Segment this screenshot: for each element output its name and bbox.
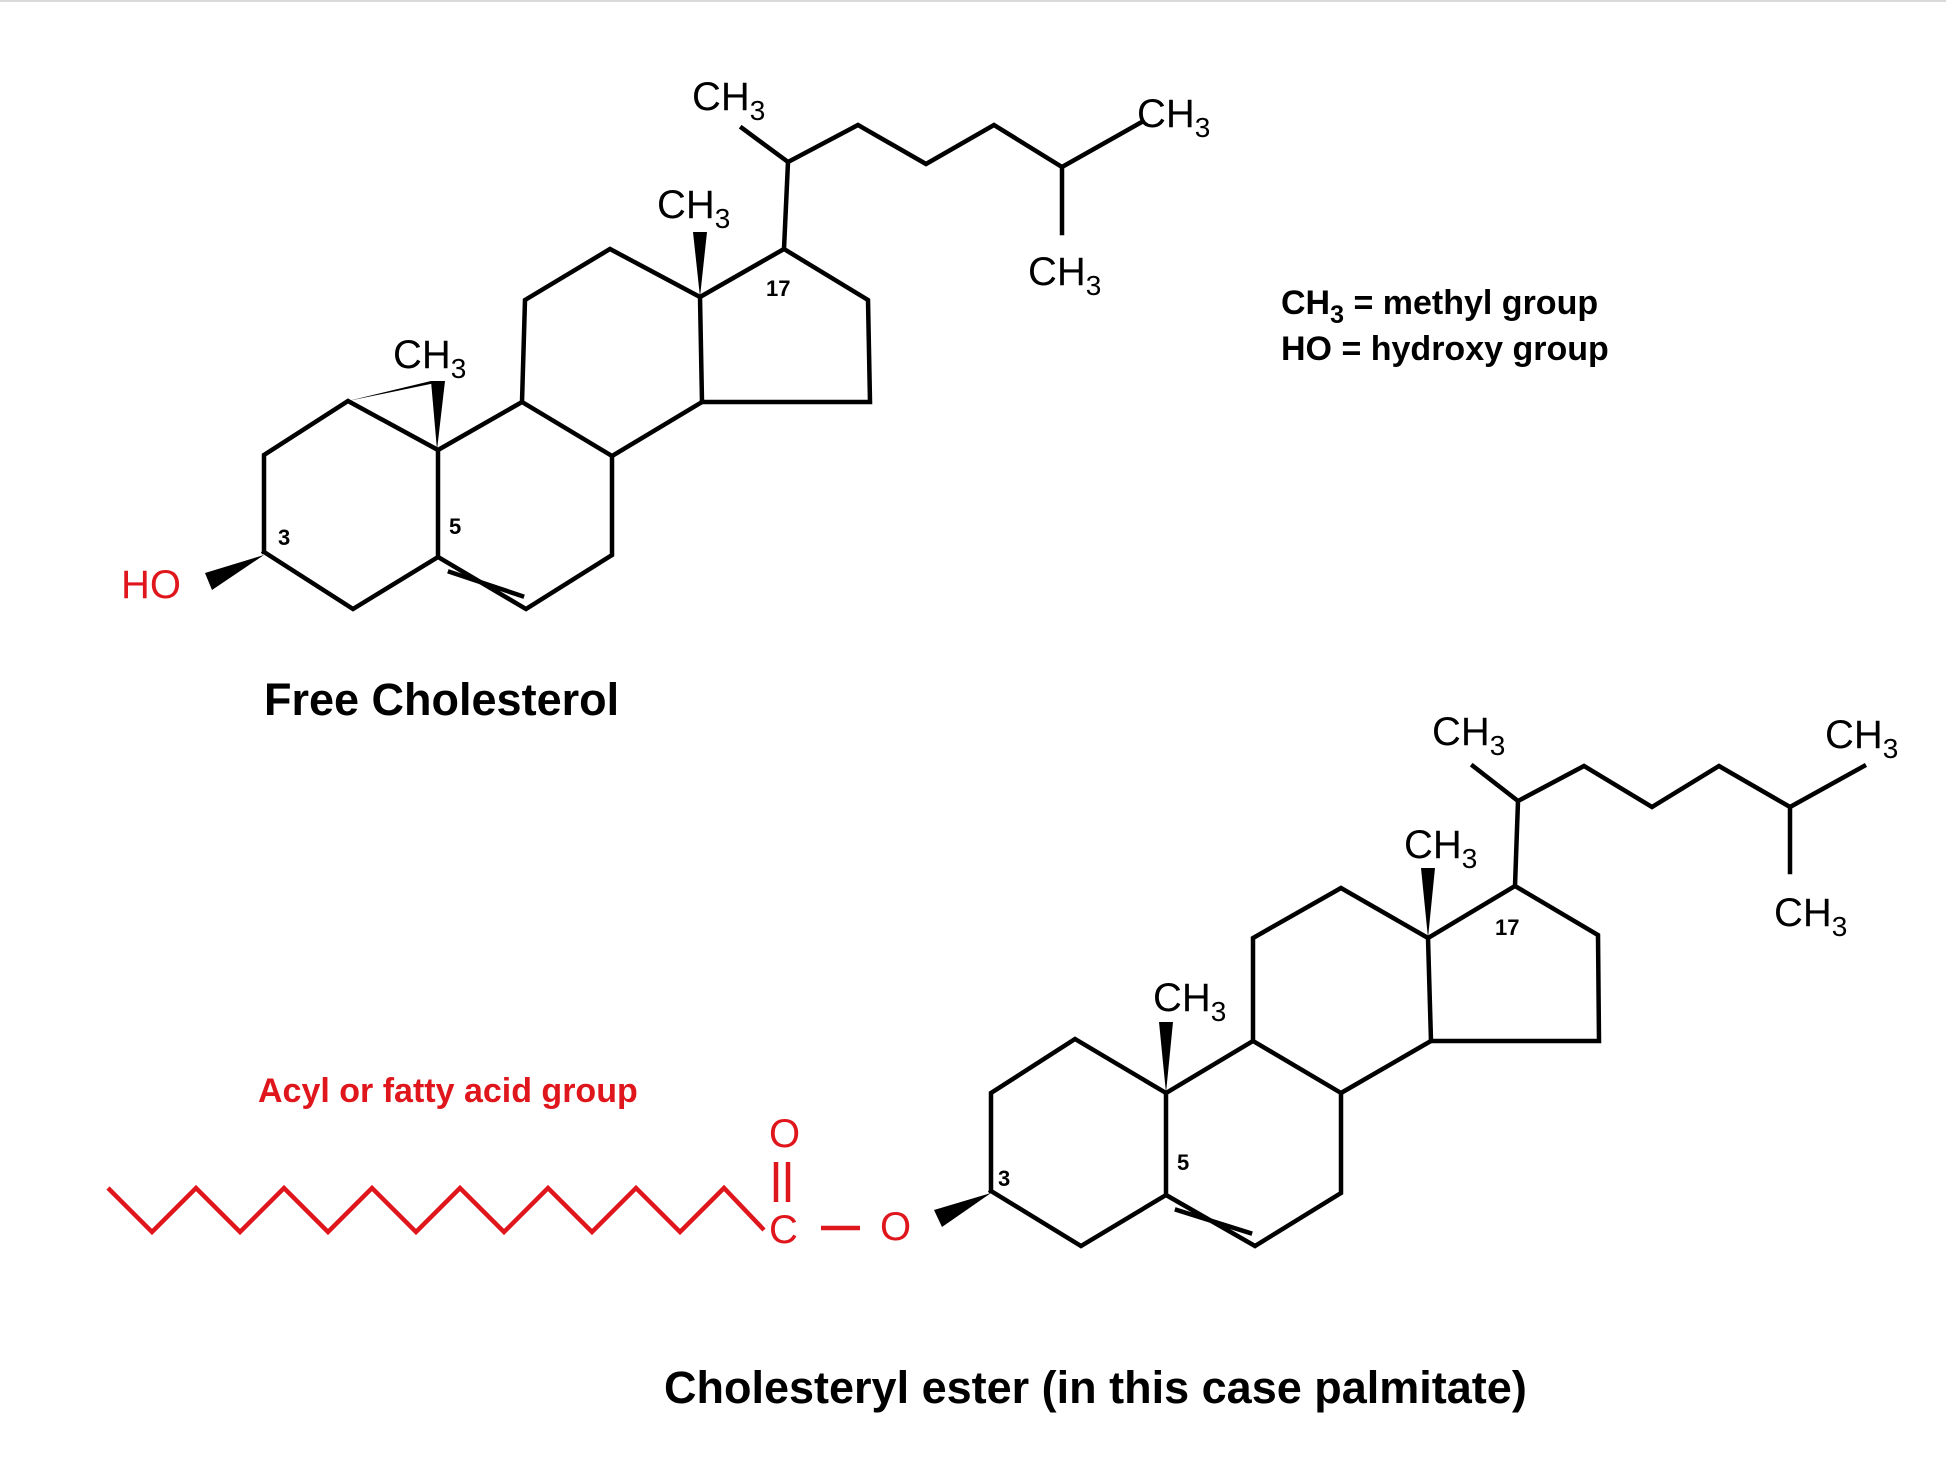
ester-ch3-c13-label: CH3 [1404,823,1477,874]
legend: CH3 = methyl group HO = hydroxy group [1281,284,1609,368]
ester-c17-number: 17 [1495,915,1519,940]
ester-ring-c-bonds [1250,885,1434,1097]
ester-c20-methyl-bond [1469,762,1522,805]
ch3-c21-label: CH3 [692,75,765,126]
c20-methyl-bond [738,124,792,166]
c5-number: 5 [449,514,461,539]
ester-double-bond-c5-c6 [1174,1207,1253,1236]
ester-c5-number: 5 [1177,1150,1189,1175]
ester-ch3-c21-label: CH3 [1432,710,1505,761]
ester-c10-methyl-wedge [1159,1022,1173,1093]
ester-ch3-c10-label: CH3 [1153,976,1226,1027]
c10-methyl-wedge [348,381,445,401]
acyl-group: O C O Acyl or fatty acid group [106,1072,911,1252]
c3-number: 3 [278,525,290,550]
c10-methyl-wedge-v [431,381,445,450]
ch3-c27-label: CH3 [1028,250,1101,301]
ester-side-chain-bonds [1512,762,1868,889]
ring-d-bonds [696,246,873,405]
c17-number: 17 [766,276,790,301]
carbonyl-o-label: O [769,1112,800,1156]
ester-c13-methyl-wedge [1421,868,1435,938]
ester-ring-a-bonds [987,1036,1169,1249]
ester-ring-b-bonds [1162,1038,1344,1249]
double-bond-c5-c6 [447,569,525,599]
c13-methyl-wedge [693,232,707,297]
cholesteryl-ester-caption: Cholesteryl ester (in this case palmitat… [664,1362,1527,1413]
ch3-c13-label: CH3 [657,183,730,234]
acyl-zigzag-chain [106,1184,766,1236]
carbonyl-c-label: C [769,1208,798,1252]
c3-ho-wedge [205,555,264,590]
ester-ch3-c26-label: CH3 [1825,713,1898,764]
ester-ch3-c27-label: CH3 [1774,891,1847,942]
ch3-c26-label: CH3 [1137,92,1210,143]
ester-c3-number: 3 [998,1166,1010,1191]
ch3-c10-label: CH3 [393,333,466,384]
legend-hydroxy: HO = hydroxy group [1281,330,1609,368]
ho-label: HO [121,563,181,607]
ester-c3-o-wedge [934,1193,991,1227]
ring-c-bonds [519,246,705,460]
ester-ring-d-bonds [1424,883,1602,1044]
cholesteryl-ester-structure: CH3 CH3 CH3 CH3 CH3 3 5 17 [934,710,1898,1249]
acyl-group-label: Acyl or fatty acid group [258,1072,638,1110]
free-cholesterol-caption: Free Cholesterol [264,674,619,725]
ring-b-bonds [434,399,615,612]
side-chain-bonds [781,119,1144,252]
free-cholesterol-structure: CH3 CH3 CH3 CH3 CH3 HO 3 5 17 [121,75,1210,612]
ring-a-bonds [260,398,441,612]
ester-o-label: O [880,1205,911,1249]
legend-methyl: CH3 = methyl group [1281,284,1598,329]
window-top-border [0,0,1946,2]
